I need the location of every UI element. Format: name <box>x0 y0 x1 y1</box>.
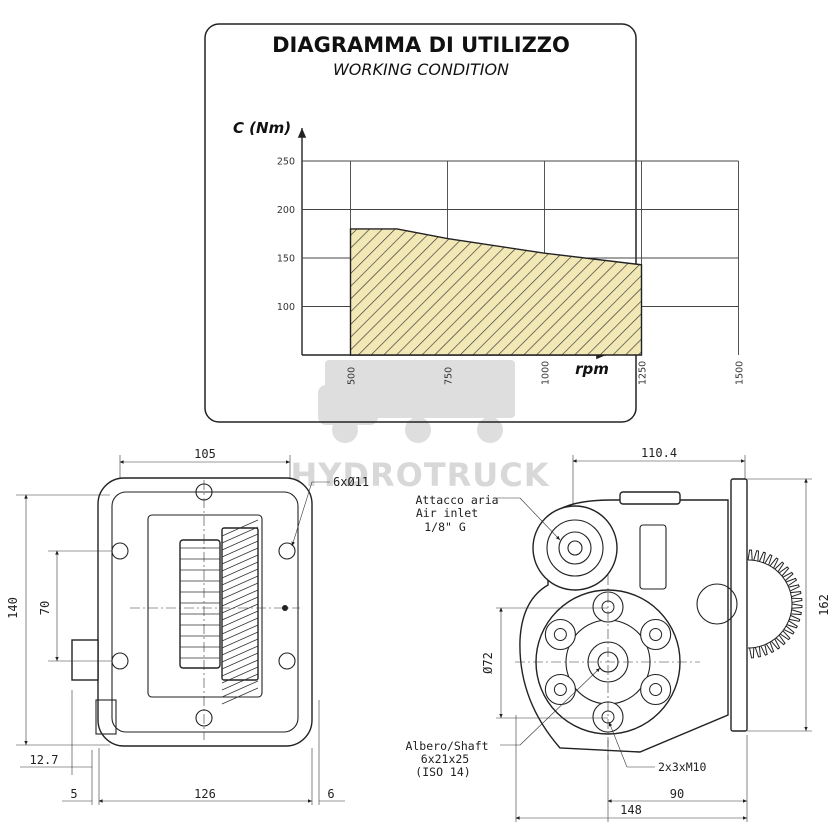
side-view-drawing: 110.4 162 Ø72 <box>405 446 831 822</box>
dim-6: 6 <box>327 787 334 801</box>
dim-70: 70 <box>38 601 52 615</box>
y-tick-label: 200 <box>277 205 295 216</box>
mounting-flange <box>730 478 748 732</box>
dim-140: 140 <box>6 597 20 619</box>
dim-holes: 6xØ11 <box>333 475 369 489</box>
chart-title: DIAGRAMMA DI UTILIZZO <box>272 33 570 57</box>
flange-bolt-holes <box>544 591 672 733</box>
chart-panel <box>204 23 637 423</box>
x-axis-label: rpm <box>575 360 609 378</box>
chart-subtitle: WORKING CONDITION <box>333 60 509 79</box>
note-shaft-spec: 6x21x25 <box>421 752 469 766</box>
watermark-text: HYDROTRUCK <box>290 456 549 494</box>
dim-162: 162 <box>817 594 831 616</box>
note-thread: 2x3xM10 <box>658 760 707 774</box>
chart-area-layer <box>349 228 643 356</box>
x-tick-label: 750 <box>444 367 455 385</box>
note-air-inlet-size: 1/8" G <box>424 520 466 534</box>
x-tick-label: 500 <box>347 367 358 385</box>
dim-105: 105 <box>194 447 216 461</box>
y-tick-label: 250 <box>277 157 295 168</box>
front-view-drawing: 105 6xØ11 140 <box>6 447 369 805</box>
note-shaft-std: (ISO 14) <box>415 765 470 779</box>
side-gear-teeth <box>747 549 803 659</box>
watermark-truck-logo <box>318 360 515 443</box>
y-axis-label: C (Nm) <box>233 119 291 137</box>
output-shaft-stub <box>71 639 99 681</box>
note-shaft-title: Albero/Shaft <box>405 739 488 753</box>
dim-12-7: 12.7 <box>30 753 59 767</box>
y-tick-label: 100 <box>277 302 295 313</box>
x-tick-label: 1500 <box>735 361 746 385</box>
air-inlet-boss <box>532 505 618 591</box>
chart-ticks: 500 750 1000 1250 1500 250 200 150 100 <box>277 157 746 386</box>
x-tick-label: 1000 <box>541 361 552 385</box>
dim-110-4: 110.4 <box>641 446 677 460</box>
dim-148: 148 <box>620 803 642 817</box>
dim-diameter-72: Ø72 <box>481 652 495 674</box>
note-air-inlet-it: Attacco aria <box>415 493 498 507</box>
x-tick-label: 1250 <box>638 361 649 385</box>
note-air-inlet-en: Air inlet <box>416 506 478 520</box>
working-condition-chart: C (Nm) rpm 500 750 1000 1250 1500 250 200 150 10… <box>233 119 746 385</box>
y-tick-label: 150 <box>277 254 295 265</box>
working-area-fill <box>349 228 643 356</box>
dim-5: 5 <box>70 787 77 801</box>
dim-90: 90 <box>670 787 684 801</box>
dim-126: 126 <box>194 787 216 801</box>
